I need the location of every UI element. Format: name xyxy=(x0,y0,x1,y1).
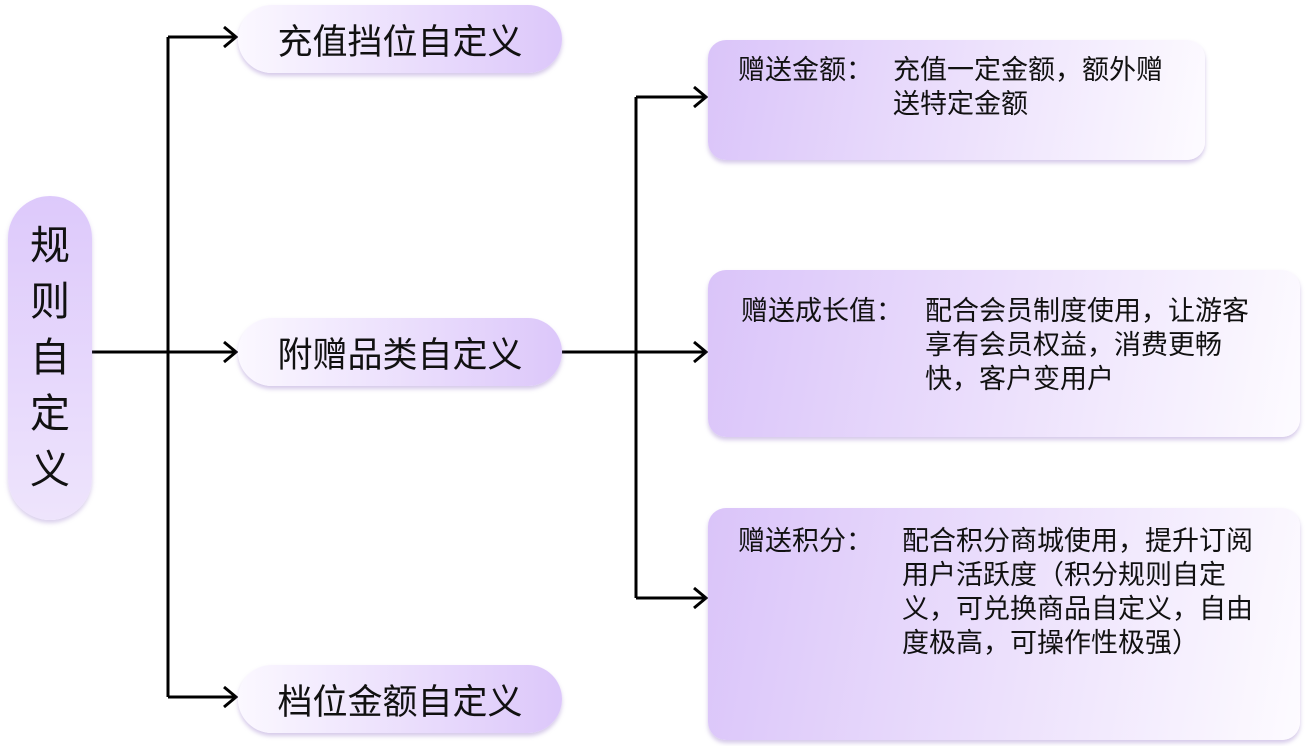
detail-node-growth-value: 赠送成长值： 配合会员制度使用，让游客享有会员权益，消费更畅快，客户变用户 xyxy=(708,270,1300,437)
branch-node-gift-category: 附赠品类自定义 xyxy=(238,318,562,386)
detail-label: 赠送积分： xyxy=(738,526,873,557)
detail-node-points: 赠送积分： 配合积分商城使用，提升订阅用户活跃度（积分规则自定义，可兑换商品自定… xyxy=(708,508,1300,740)
detail-text: 配合积分商城使用，提升订阅用户活跃度（积分规则自定义，可兑换商品自定义，自由度极… xyxy=(902,526,1253,659)
detail-label: 赠送金额： xyxy=(738,55,873,86)
detail-node-bonus-amount: 赠送金额： 充值一定金额，额外赠送特定金额 xyxy=(708,40,1205,160)
root-char: 规 xyxy=(30,223,70,269)
detail-text: 充值一定金额，额外赠送特定金额 xyxy=(893,55,1163,120)
root-char: 定 xyxy=(30,391,70,437)
branch-node-recharge-tier: 充值挡位自定义 xyxy=(238,5,562,73)
detail-label: 赠送成长值： xyxy=(741,296,903,327)
root-char: 义 xyxy=(30,447,70,493)
root-char: 自 xyxy=(30,335,70,381)
detail-text: 配合会员制度使用，让游客享有会员权益，消费更畅快，客户变用户 xyxy=(925,296,1249,395)
root-char: 则 xyxy=(30,279,70,325)
root-node: 规 则 自 定 义 xyxy=(8,196,92,520)
branch-node-tier-amount: 档位金额自定义 xyxy=(238,665,562,733)
